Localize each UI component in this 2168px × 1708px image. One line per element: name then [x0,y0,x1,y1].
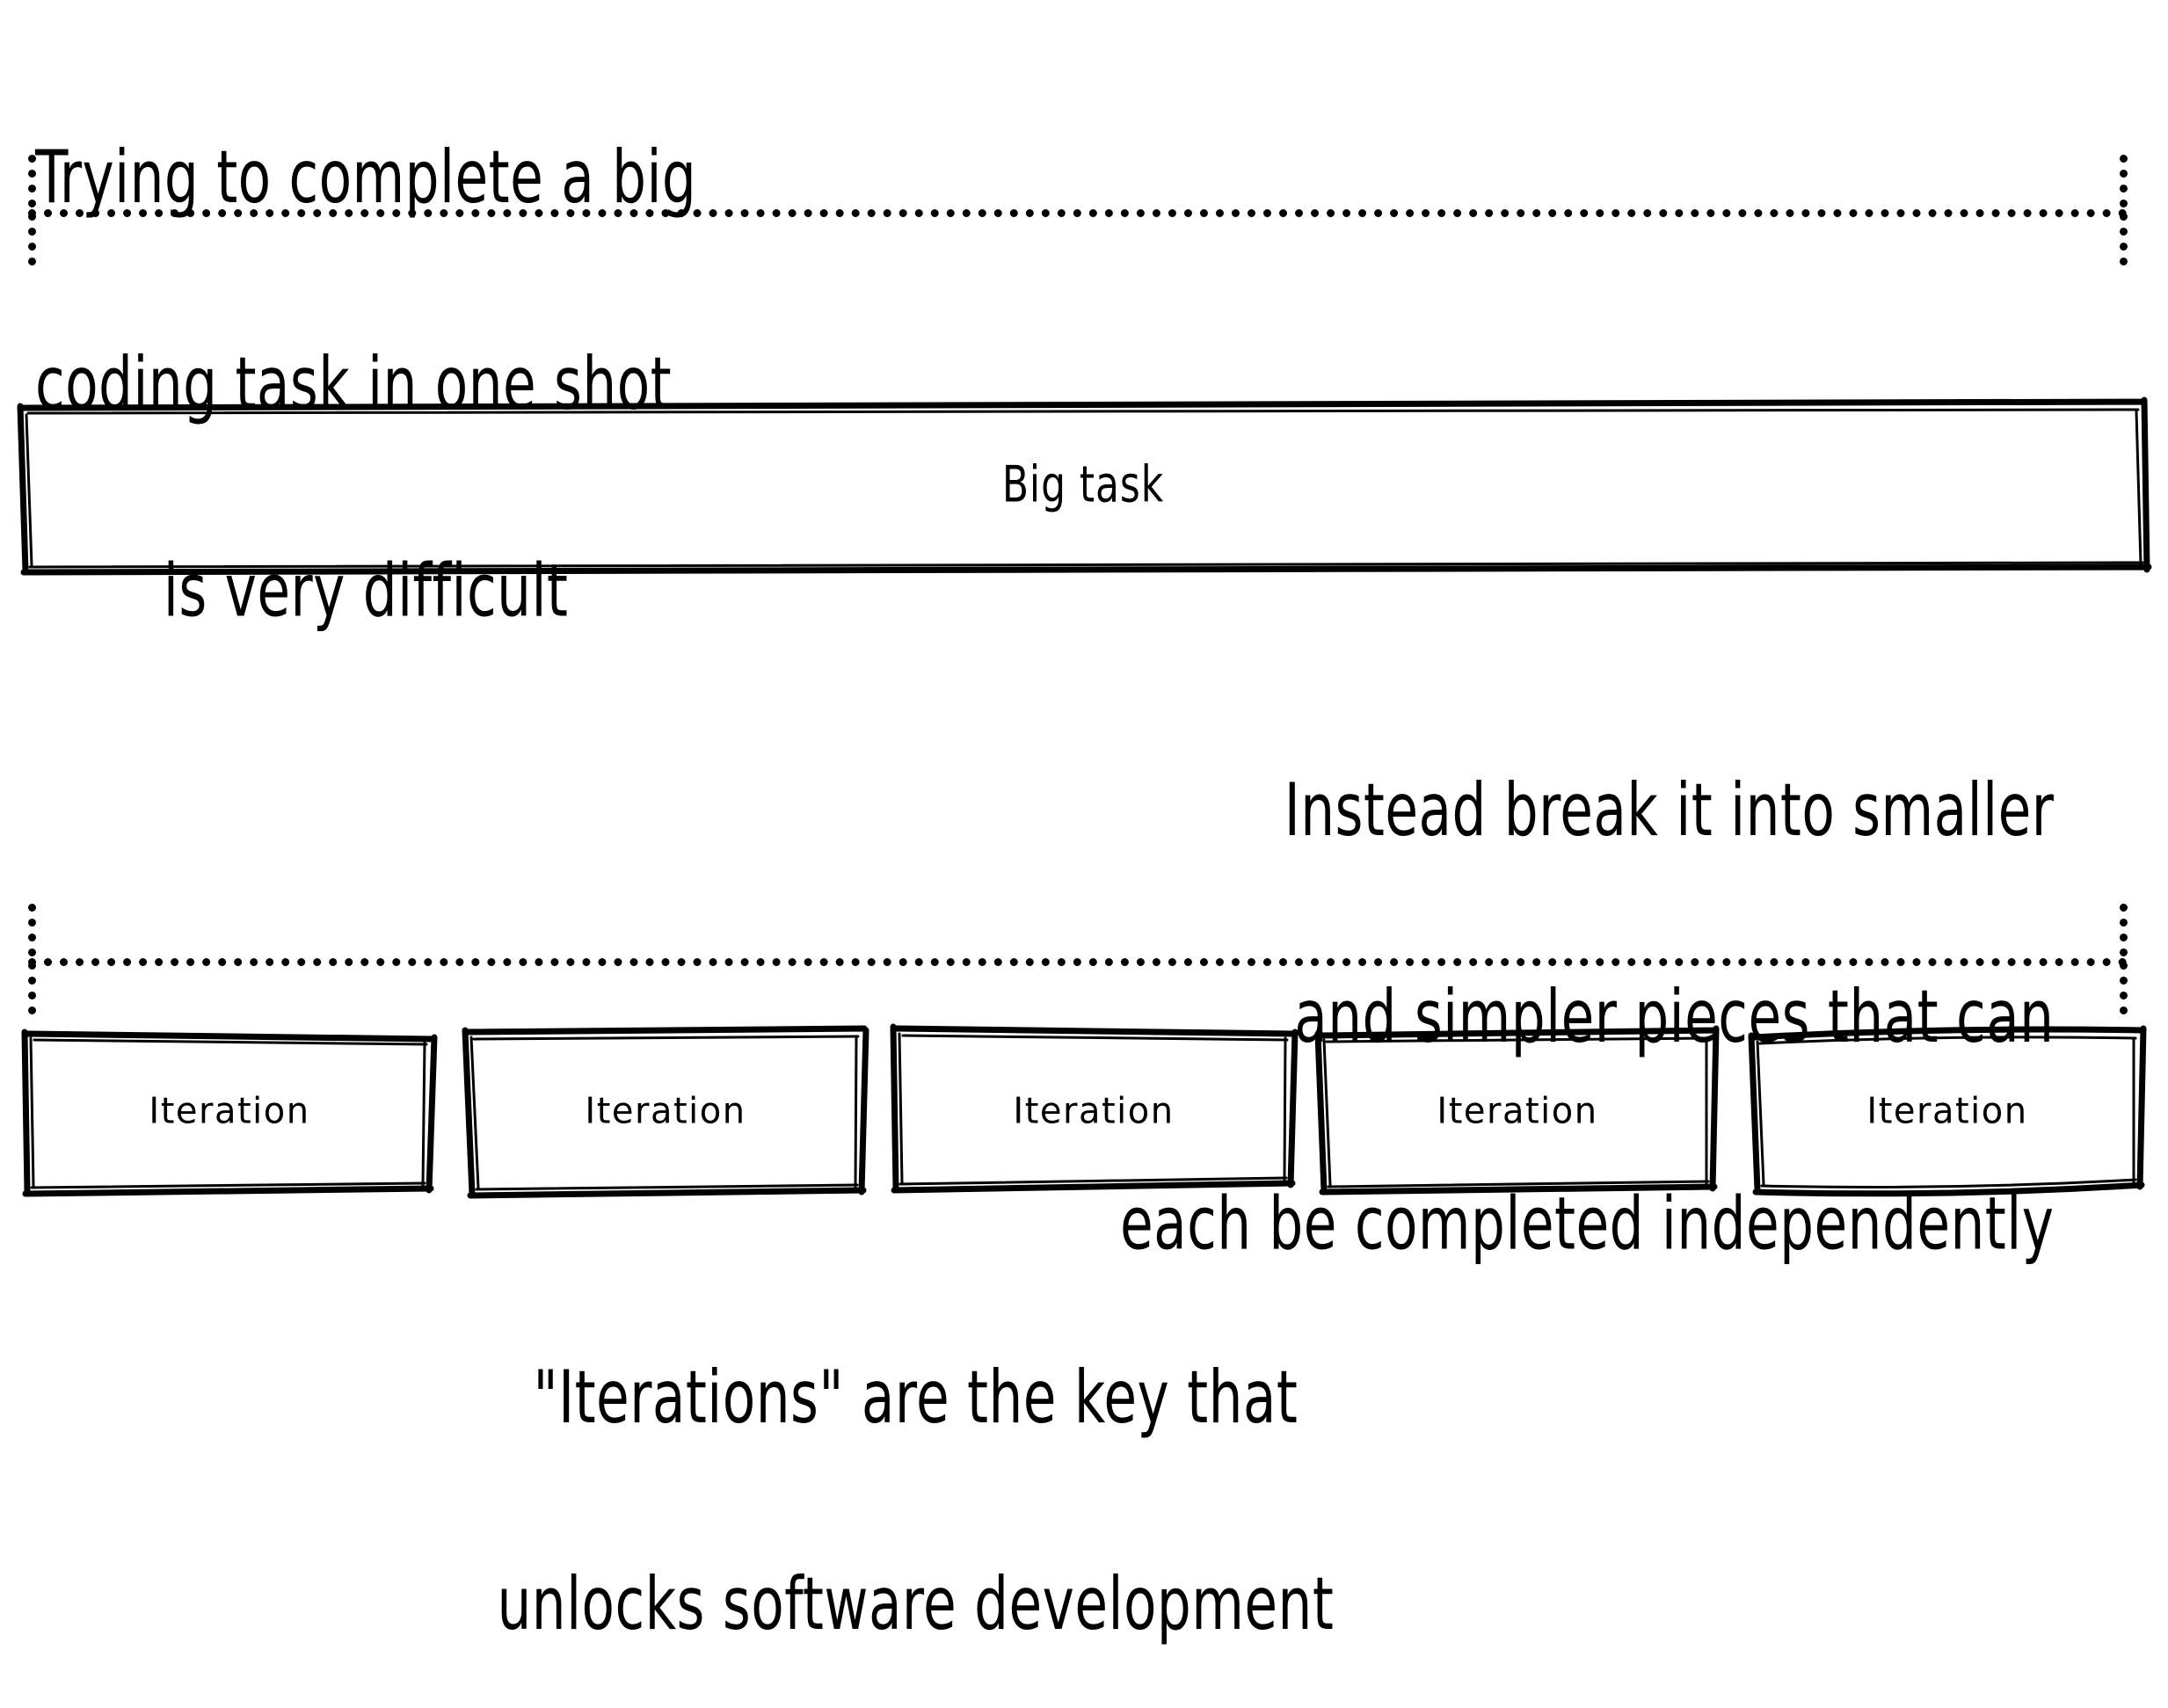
iteration-box-label: Iteration [1866,1090,2028,1132]
bracket-tick-top-left-down [28,213,36,265]
bottom-caption: "Iterations" are the key that unlocks so… [293,1225,1539,1708]
bottom-caption-line-1: "Iterations" are the key that [533,1355,1299,1441]
middle-caption-line-3: each be completed independently [1119,1181,2055,1267]
iteration-box-label: Iteration [585,1090,746,1132]
iteration-box-outline [1748,1025,2147,1197]
big-task-label: Big task [1001,456,1165,514]
bracket-horizontal-line-top [28,209,2128,217]
iteration-box[interactable]: Iteration [886,1023,1301,1197]
top-caption-line-1: Trying to complete a big [35,134,697,221]
big-task-box-outline [17,396,2152,576]
middle-caption: Instead break it into smaller and simple… [906,638,2054,1327]
iteration-box[interactable]: Iteration [19,1025,440,1197]
bracket-tick-iter-right-up [2120,904,2128,956]
bracket-tick-iter-right-down [2120,962,2128,1014]
bracket-tick-iter-left-up [28,904,36,956]
bracket-tick-top-left-up [28,155,36,207]
bracket-horizontal-line-iterations [28,958,2128,966]
iteration-box[interactable]: Iteration [1746,1025,2149,1197]
iteration-box-outline [1314,1025,1720,1196]
bracket-tick-top-right-down [2120,213,2128,265]
iteration-box[interactable]: Iteration [461,1025,870,1199]
iteration-box-outline [462,1025,869,1199]
iteration-box-outline [890,1023,1299,1194]
iteration-box[interactable]: Iteration [1313,1025,1721,1197]
bracket-tick-iter-left-down [28,962,36,1014]
bracket-tick-top-right-up [2120,155,2128,207]
iteration-box-label: Iteration [1437,1090,1598,1132]
top-caption: Trying to complete a big coding task in … [35,5,696,694]
iteration-box-label: Iteration [149,1090,310,1132]
big-task-box[interactable]: Big task [16,396,2152,576]
bottom-caption-line-2: unlocks software development [497,1562,1335,1647]
iteration-box-label: Iteration [1013,1090,1175,1132]
iteration-box-outline [21,1028,438,1197]
middle-caption-line-1: Instead break it into smaller [1284,767,2055,854]
